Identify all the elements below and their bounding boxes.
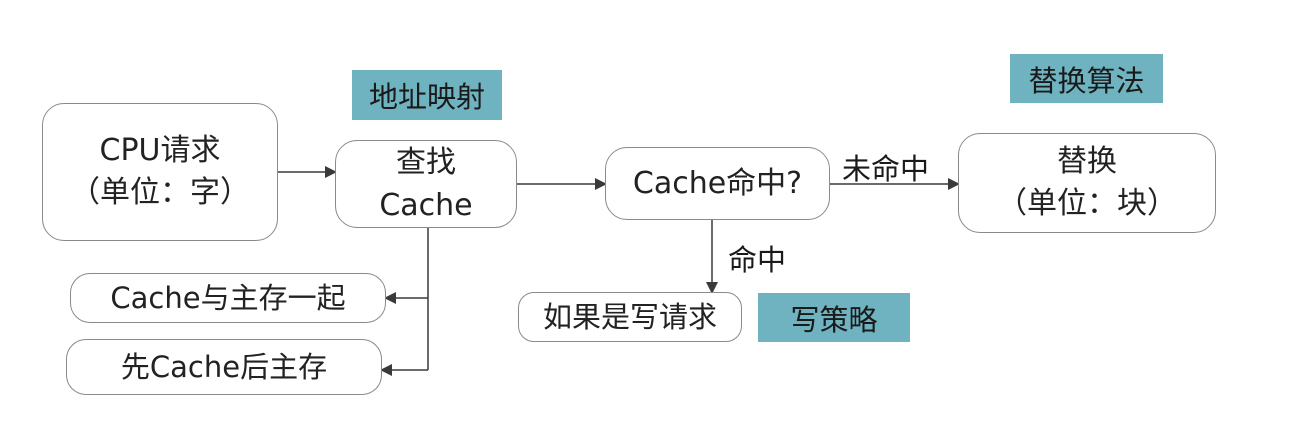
write-back-node: 先Cache后主存 [66,339,382,395]
miss-label: 未命中 [842,152,930,186]
lookup-cache-line1: 查找 [396,144,456,180]
replace-node: 替换 （单位：块） [958,133,1216,233]
cache-hit-check-text: Cache命中? [632,165,803,201]
replace-unit: （单位：块） [997,186,1177,221]
cache-hit-check-node: Cache命中? [605,147,830,220]
cpu-request-node: CPU请求 （单位：字） [42,103,278,241]
write-through-text: Cache与主存一起 [110,280,346,315]
cpu-request-title: CPU请求 [99,133,221,168]
lookup-cache-line2: Cache [379,188,473,223]
write-through-node: Cache与主存一起 [70,273,386,323]
replace-title: 替换 [1057,144,1117,179]
lookup-cache-node: 查找 Cache [335,140,517,228]
replacement-algorithm-tag: 替换算法 [1010,54,1163,103]
write-back-text: 先Cache后主存 [120,349,328,384]
cpu-request-unit: （单位：字） [70,175,250,210]
address-mapping-tag: 地址映射 [352,70,502,120]
write-policy-tag: 写策略 [758,293,910,342]
write-request-text: 如果是写请求 [542,299,717,334]
write-request-node: 如果是写请求 [518,292,742,342]
hit-label: 命中 [728,243,787,277]
